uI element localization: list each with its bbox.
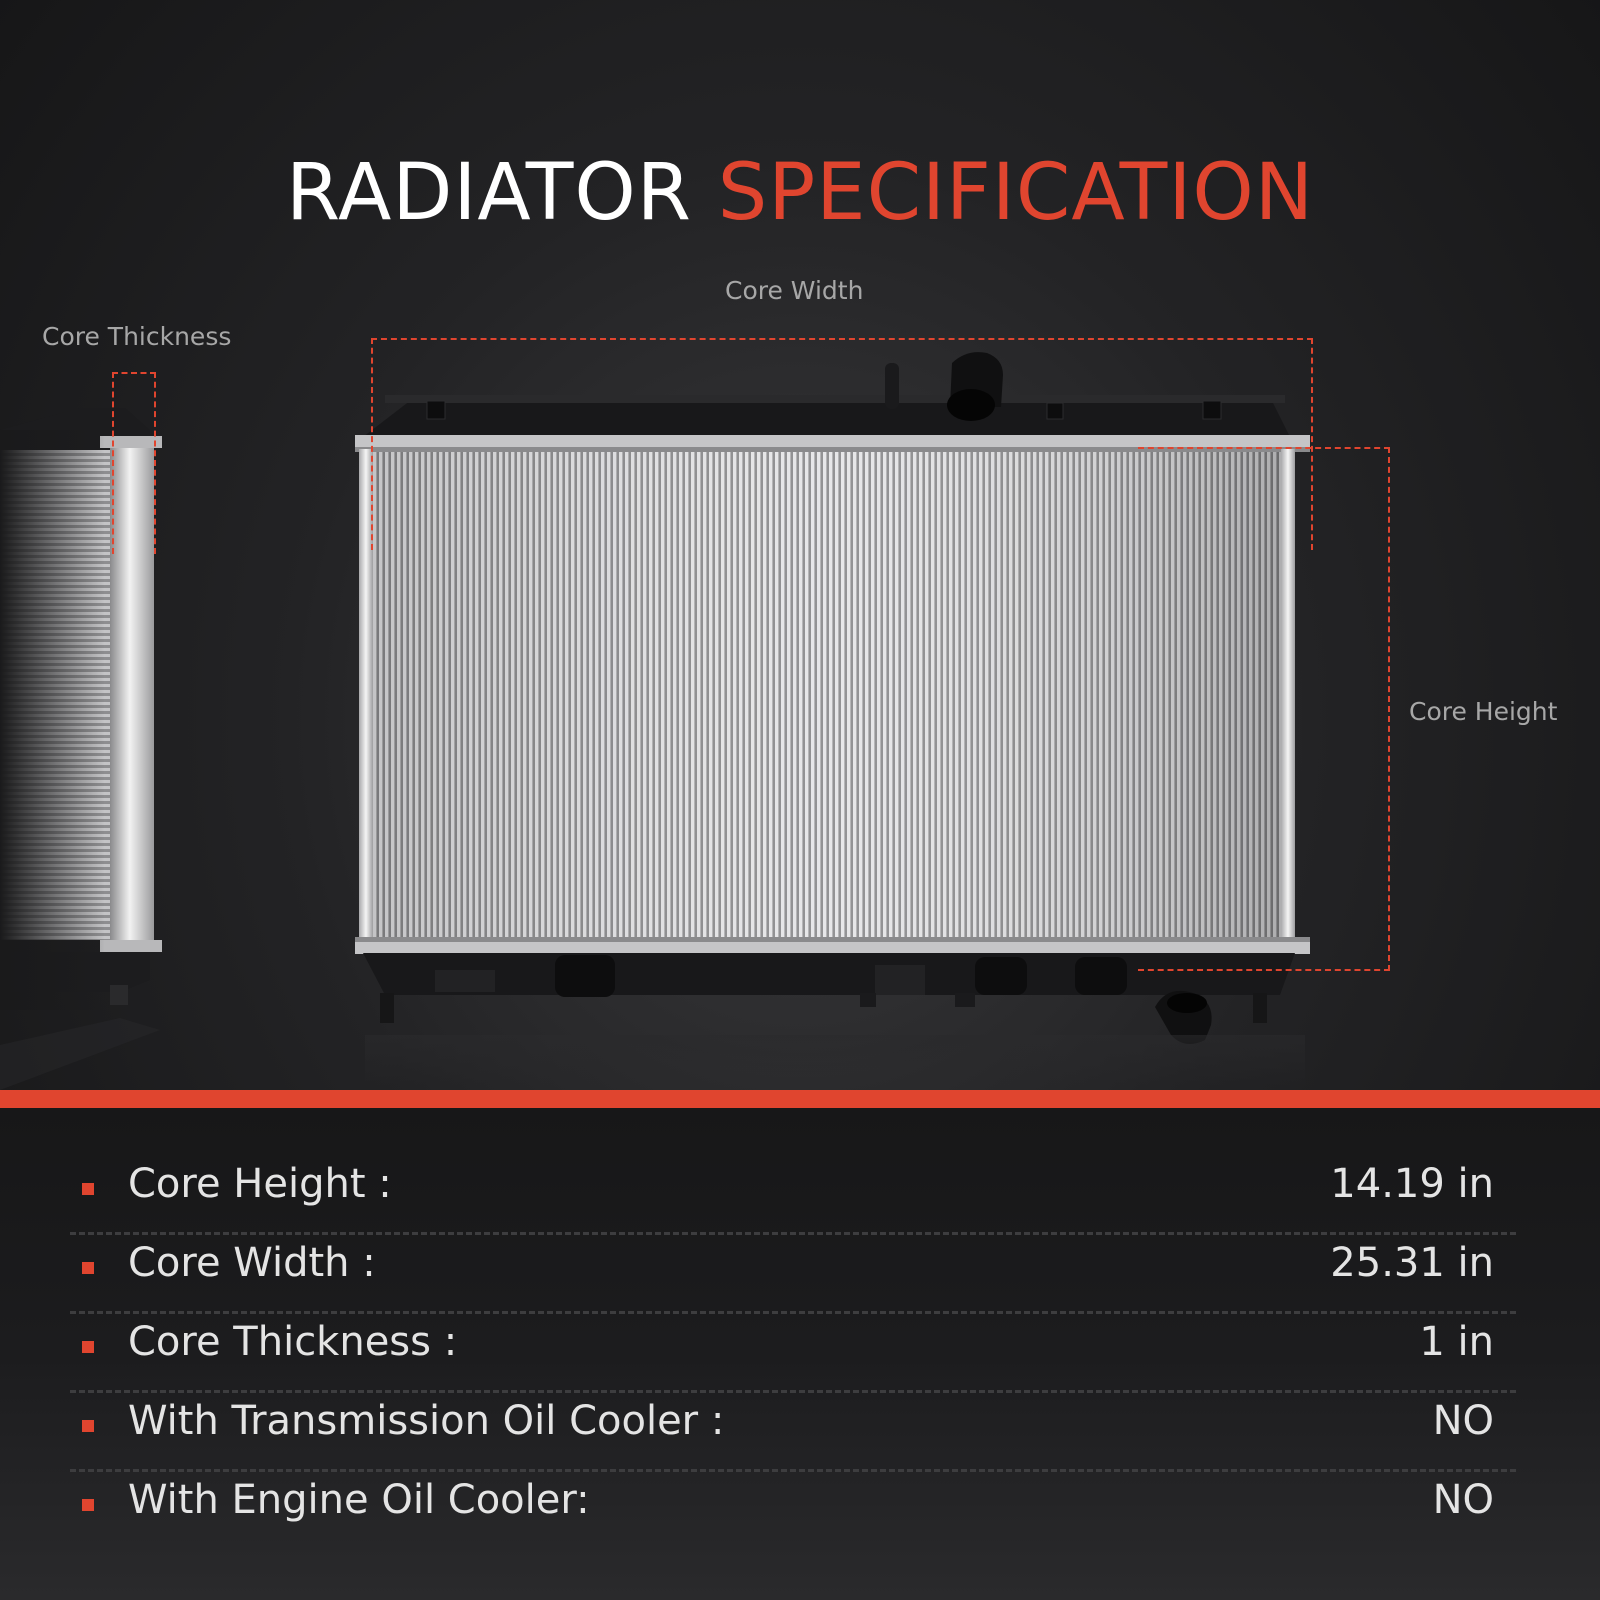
core-height-bracket bbox=[1138, 447, 1390, 971]
row-divider bbox=[70, 1311, 1516, 1314]
title-part-white: RADIATOR bbox=[285, 148, 692, 238]
radiator-side-view bbox=[0, 408, 175, 1090]
core-width-bracket bbox=[371, 338, 1313, 550]
spec-label: Core Thickness : bbox=[128, 1319, 458, 1365]
bullet-icon bbox=[82, 1420, 94, 1432]
core-thickness-bracket bbox=[112, 372, 156, 554]
bullet-icon bbox=[82, 1262, 94, 1274]
row-divider bbox=[70, 1232, 1516, 1235]
title-part-red: SPECIFICATION bbox=[717, 148, 1315, 238]
core-width-label: Core Width bbox=[725, 276, 864, 305]
spec-row-engine-oil-cooler: With Engine Oil Cooler: NO bbox=[70, 1476, 1516, 1555]
spec-label: With Transmission Oil Cooler : bbox=[128, 1398, 725, 1444]
bullet-icon bbox=[82, 1499, 94, 1511]
spec-label: With Engine Oil Cooler: bbox=[128, 1477, 590, 1523]
radiator-front-view bbox=[355, 352, 1310, 1085]
spec-value: 25.31 in bbox=[1330, 1240, 1494, 1286]
spec-row-core-thickness: Core Thickness : 1 in bbox=[70, 1318, 1516, 1397]
bullet-icon bbox=[82, 1341, 94, 1353]
spec-label: Core Width : bbox=[128, 1240, 376, 1286]
spec-row-transmission-oil-cooler: With Transmission Oil Cooler : NO bbox=[70, 1397, 1516, 1476]
spec-value: 1 in bbox=[1419, 1319, 1494, 1365]
bullet-icon bbox=[82, 1183, 94, 1195]
core-thickness-label: Core Thickness bbox=[42, 322, 232, 351]
spec-label: Core Height : bbox=[128, 1161, 392, 1207]
spec-panel bbox=[0, 1108, 1600, 1600]
page-title: RADIATOR SPECIFICATION bbox=[0, 148, 1600, 238]
spec-value: NO bbox=[1432, 1398, 1494, 1444]
spec-row-core-height: Core Height : 14.19 in bbox=[70, 1160, 1516, 1239]
spec-value: 14.19 in bbox=[1330, 1161, 1494, 1207]
core-height-label: Core Height bbox=[1409, 697, 1558, 726]
spec-value: NO bbox=[1432, 1477, 1494, 1523]
spec-row-core-width: Core Width : 25.31 in bbox=[70, 1239, 1516, 1318]
row-divider bbox=[70, 1390, 1516, 1393]
accent-divider bbox=[0, 1090, 1600, 1108]
row-divider bbox=[70, 1469, 1516, 1472]
